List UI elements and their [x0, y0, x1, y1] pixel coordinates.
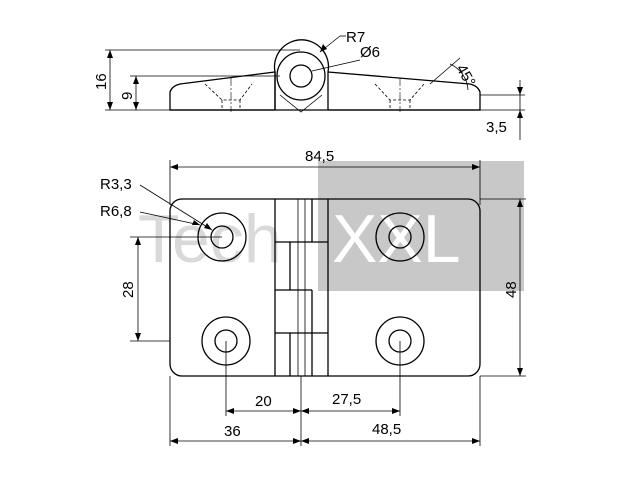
side-view: 16 9 R7 Ø6 45° 3,5	[93, 29, 525, 140]
knuckle-outer	[276, 51, 326, 101]
plan-view: 84,5 R3,3 R6,8 28 48	[100, 148, 526, 446]
dim-36: 36	[224, 423, 241, 440]
side-countersink-right	[374, 83, 425, 101]
watermark-right-text: XXL	[332, 201, 461, 277]
dim-28: 28	[120, 281, 137, 298]
dim-84-5: 84,5	[305, 148, 334, 165]
side-left-leaf	[169, 71, 276, 111]
side-right-leaf	[327, 71, 481, 111]
dim-48: 48	[503, 281, 520, 298]
hole-top-right	[375, 212, 425, 262]
side-notch	[279, 94, 323, 113]
pin-hole	[289, 64, 313, 88]
dim-9: 9	[119, 92, 136, 100]
dim-r7: R7	[346, 29, 365, 46]
dim-diameter-6: Ø6	[360, 44, 380, 61]
plan-outline	[169, 198, 481, 377]
dim-16: 16	[93, 73, 110, 90]
dim-20: 20	[255, 393, 272, 410]
dim-48-5: 48,5	[372, 421, 401, 438]
dim-r3-3: R3,3	[100, 176, 132, 193]
dim-27-5: 27,5	[332, 391, 361, 408]
dim-3-5: 3,5	[486, 119, 507, 136]
watermark-left-text: Tech	[138, 201, 282, 277]
side-knuckle	[273, 39, 330, 110]
dim-r6-8: R6,8	[100, 203, 132, 220]
side-countersink-left	[204, 83, 253, 101]
